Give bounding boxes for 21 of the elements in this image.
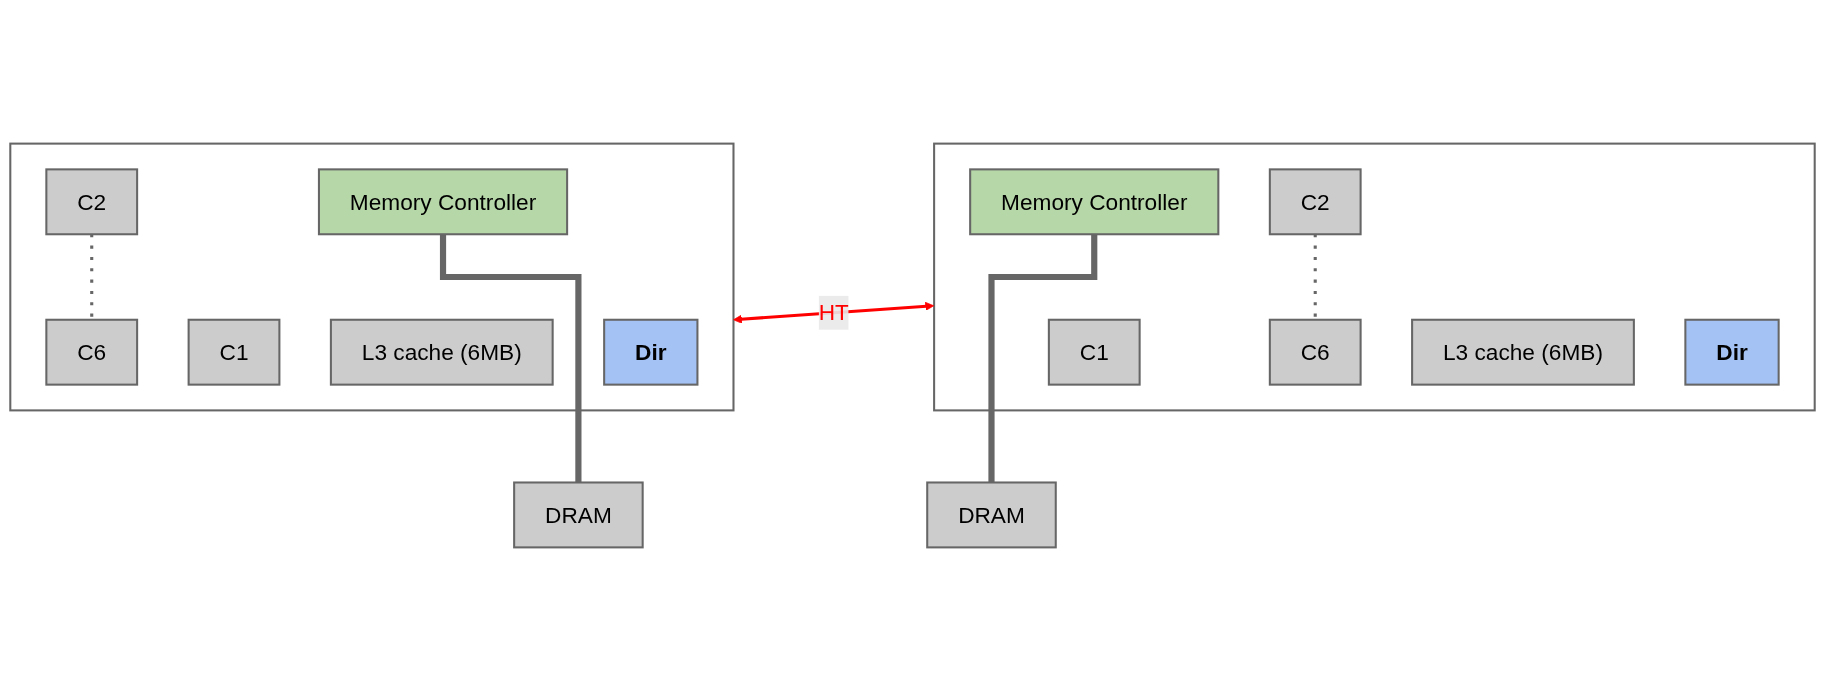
connector: [439, 234, 582, 483]
cluster: [933, 142, 1816, 412]
node-box: C2: [1268, 168, 1362, 236]
connector: [90, 234, 94, 320]
node-box: Dir: [603, 318, 699, 386]
node-box: Dir: [1684, 318, 1780, 386]
node-box: L3 cache (6MB): [329, 318, 554, 386]
node-box: C6: [1268, 318, 1362, 386]
node-box: C2: [45, 168, 139, 236]
cluster: [9, 142, 735, 412]
node-box: Memory Controller: [969, 168, 1220, 236]
node-box: DRAM: [926, 481, 1057, 549]
edge-label: HT: [818, 299, 849, 326]
connector: [988, 234, 1098, 483]
node-box: C1: [187, 318, 281, 386]
node-box: L3 cache (6MB): [1411, 318, 1635, 386]
connector: [1313, 234, 1317, 320]
node-box: DRAM: [513, 481, 644, 549]
node-box: Memory Controller: [317, 168, 569, 236]
node-box: C6: [45, 318, 139, 386]
node-box: C1: [1047, 318, 1141, 386]
